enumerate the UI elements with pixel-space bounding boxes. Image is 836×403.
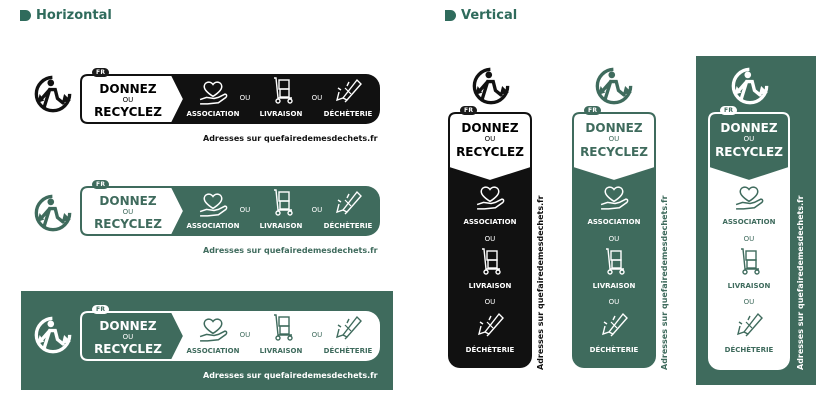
section-title-horizontal: Horizontal — [20, 8, 112, 23]
or-label: OU — [239, 94, 251, 102]
donnez-label: DONNEZ — [585, 121, 643, 135]
decheterie-label: DÉCHÈTERIE — [465, 346, 515, 354]
hand-truck-icon — [270, 314, 294, 345]
livraison-label: LIVRAISON — [259, 222, 303, 230]
ou-label: OU — [122, 96, 134, 104]
address-text: Adresses sur quefairedemesdechets.fr — [203, 134, 378, 143]
triman-icon — [33, 315, 73, 355]
bin-icon — [601, 312, 628, 342]
address-text: Adresses sur quefairedemesdechets.fr — [796, 195, 805, 370]
banner-black-horizontal — [158, 74, 380, 124]
recyclez-label: RECYCLEZ — [94, 105, 162, 119]
bin-icon — [335, 190, 362, 220]
logo-shape — [708, 112, 790, 183]
ou-label: OU — [122, 208, 134, 216]
bin-icon — [736, 312, 763, 342]
livraison-label: LIVRAISON — [259, 347, 303, 355]
or-label: OU — [311, 331, 323, 339]
decheterie-label: DÉCHÈTERIE — [323, 347, 373, 355]
donnez-label: DONNEZ — [99, 82, 157, 96]
or-label: OU — [239, 206, 251, 214]
banner-black-vertical — [448, 150, 532, 368]
triman-icon — [594, 66, 634, 106]
logo-shape — [572, 112, 656, 183]
association-label: ASSOCIATION — [722, 218, 776, 226]
association-label: ASSOCIATION — [587, 218, 641, 226]
logo-shape — [80, 74, 186, 124]
decheterie-label: DÉCHÈTERIE — [323, 110, 373, 118]
fr-badge: FR — [92, 180, 110, 189]
or-label: OU — [311, 94, 323, 102]
triman-icon — [33, 74, 73, 114]
fr-badge: FR — [92, 68, 110, 77]
address-text: Adresses sur quefairedemesdechets.fr — [203, 246, 378, 255]
or-label: OU — [743, 235, 755, 243]
decheterie-label: DÉCHÈTERIE — [589, 346, 639, 354]
or-label: OU — [743, 298, 755, 306]
logo-shape — [448, 112, 532, 183]
recyclez-label: RECYCLEZ — [715, 145, 783, 159]
heart-hand-icon — [199, 317, 228, 345]
ou-label: OU — [122, 333, 134, 341]
heart-hand-icon — [600, 185, 629, 213]
or-label: OU — [608, 298, 620, 306]
association-label: ASSOCIATION — [463, 218, 517, 226]
fr-badge: FR — [460, 106, 478, 115]
logo-shape — [80, 186, 186, 236]
banner-white-horizontal — [158, 311, 380, 361]
heart-hand-icon — [476, 185, 505, 213]
association-label: ASSOCIATION — [186, 222, 240, 230]
donnez-label: DONNEZ — [99, 319, 157, 333]
or-label: OU — [484, 298, 496, 306]
bin-icon — [477, 312, 504, 342]
or-label: OU — [239, 331, 251, 339]
livraison-label: LIVRAISON — [259, 110, 303, 118]
or-label: OU — [484, 235, 496, 243]
decheterie-label: DÉCHÈTERIE — [724, 346, 774, 354]
heart-hand-icon — [199, 80, 228, 108]
bin-icon — [335, 315, 362, 345]
address-text: Adresses sur quefairedemesdechets.fr — [660, 195, 669, 370]
address-text: Adresses sur quefairedemesdechets.fr — [536, 195, 545, 370]
association-label: ASSOCIATION — [186, 347, 240, 355]
recyclez-label: RECYCLEZ — [580, 145, 648, 159]
ou-label: OU — [608, 135, 620, 143]
logo-shape — [80, 311, 186, 361]
bin-icon — [335, 78, 362, 108]
or-label: OU — [311, 206, 323, 214]
flag-icon — [20, 10, 31, 21]
banner-green-vertical — [572, 150, 656, 368]
heart-hand-icon — [199, 192, 228, 220]
recyclez-label: RECYCLEZ — [456, 145, 524, 159]
section-title-vertical: Vertical — [445, 8, 517, 23]
donnez-label: DONNEZ — [99, 194, 157, 208]
or-label: OU — [608, 235, 620, 243]
heart-hand-icon — [735, 185, 764, 213]
fr-badge: FR — [720, 106, 738, 115]
livraison-label: LIVRAISON — [592, 282, 636, 290]
livraison-label: LIVRAISON — [468, 282, 512, 290]
donnez-label: DONNEZ — [720, 121, 778, 135]
hand-truck-icon — [270, 77, 294, 108]
association-label: ASSOCIATION — [186, 110, 240, 118]
recyclez-label: RECYCLEZ — [94, 217, 162, 231]
address-text: Adresses sur quefairedemesdechets.fr — [203, 371, 378, 380]
hand-truck-icon — [478, 248, 502, 279]
livraison-label: LIVRAISON — [727, 282, 771, 290]
banner-green-horizontal — [158, 186, 380, 236]
decheterie-label: DÉCHÈTERIE — [323, 222, 373, 230]
fr-badge: FR — [92, 305, 110, 314]
ou-label: OU — [484, 135, 496, 143]
ou-label: OU — [743, 135, 755, 143]
triman-icon — [33, 193, 73, 233]
flag-icon — [445, 10, 456, 21]
fr-badge: FR — [584, 106, 602, 115]
triman-icon — [730, 66, 770, 106]
recyclez-label: RECYCLEZ — [94, 342, 162, 356]
triman-icon — [471, 66, 511, 106]
hand-truck-icon — [270, 189, 294, 220]
hand-truck-icon — [737, 248, 761, 279]
donnez-label: DONNEZ — [461, 121, 519, 135]
hand-truck-icon — [602, 248, 626, 279]
